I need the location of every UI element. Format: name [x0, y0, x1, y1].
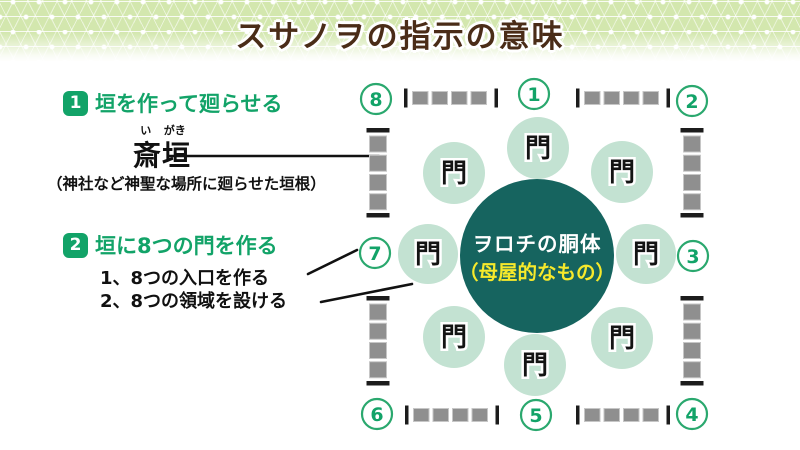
fence-bottom-left: [404, 405, 500, 425]
number-circle-4: [675, 397, 709, 431]
gate-label-top-right: 門: [609, 158, 635, 188]
gate-label-top: 門: [525, 134, 551, 164]
furigana-i: い: [140, 124, 152, 137]
step-1-badge: 1: [63, 90, 88, 116]
gate-label-top-left: 門: [441, 159, 467, 189]
page-title: スサノヲの指示の意味: [235, 19, 565, 55]
orochi-body-circle: [460, 179, 614, 333]
gate-circle-top: [507, 117, 569, 179]
gate-label-bottom-left: 門: [441, 323, 467, 353]
fence-right-upper: [680, 127, 704, 218]
gate-circle-bottom-left: [423, 306, 485, 368]
furigana-gaki: がき: [163, 124, 186, 137]
fence-left-upper: [366, 127, 390, 218]
step-2-badge: 2: [63, 232, 88, 258]
header-band: スサノヲの指示の意味: [0, 0, 800, 62]
number-label-1: 1: [527, 84, 540, 106]
step-2-item-2: 2、8つの領域を設ける: [100, 291, 288, 312]
fence-left-lower: [366, 295, 390, 386]
gate-label-right: 門: [633, 240, 659, 270]
entrance-leader-line: [306, 248, 359, 276]
gate-circle-right: [616, 224, 676, 284]
fence-bottom-right: [575, 405, 671, 425]
gate-circle-bottom: [504, 334, 566, 396]
step-1-title: 垣を作って廻らせる: [95, 92, 283, 116]
term-furigana: い がき: [134, 122, 192, 138]
fence-top-left: [403, 88, 499, 108]
number-label-4: 4: [685, 404, 698, 426]
number-label-8: 8: [369, 89, 382, 111]
fence-top-right: [575, 88, 671, 108]
orochi-body-sublabel: （母屋的なもの）: [459, 261, 615, 284]
step-2-item-1: 1、8つの入口を作る: [100, 268, 270, 289]
number-label-2: 2: [685, 91, 698, 113]
number-circle-3: [676, 239, 710, 273]
gate-label-bottom: 門: [522, 351, 548, 381]
step-2-title: 垣に8つの門を作る: [95, 234, 278, 258]
number-label-7: 7: [368, 243, 381, 265]
area-leader-line: [319, 282, 414, 304]
number-circle-2: [675, 84, 709, 118]
gate-circle-bottom-right: [591, 307, 653, 369]
number-label-5: 5: [529, 405, 542, 427]
term-note: （神社など神聖な場所に廻らせた垣根）: [47, 175, 326, 193]
gate-label-left: 門: [415, 240, 441, 270]
gate-circle-top-left: [423, 142, 485, 204]
number-circle-8: [359, 82, 393, 116]
fence-right-lower: [680, 295, 704, 386]
number-circle-1: [517, 77, 551, 111]
number-circle-7: [358, 236, 392, 270]
number-circle-6: [360, 397, 394, 431]
number-circle-5: [519, 398, 553, 432]
gate-circle-left: [398, 224, 458, 284]
step-1-heading: 1 垣を作って廻らせる: [63, 88, 283, 118]
gate-circle-top-right: [591, 141, 653, 203]
number-label-6: 6: [370, 404, 383, 426]
step-2-heading: 2 垣に8つの門を作る: [63, 230, 278, 260]
gate-label-bottom-right: 門: [609, 324, 635, 354]
number-label-3: 3: [686, 246, 699, 268]
orochi-body-label: ヲロチの胴体: [473, 232, 602, 256]
